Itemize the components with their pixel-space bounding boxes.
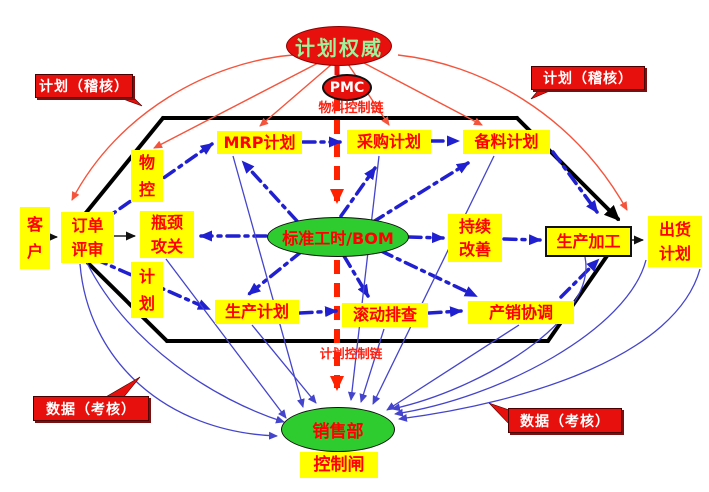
node-plan: 计划 [131,262,163,318]
node-production-plan-label: 生产计划 [224,302,289,322]
node-continuous-improvement: 持续改善 [448,214,502,262]
node-order-review-label: 订单评审 [71,216,104,259]
node-purchase-plan: 采购计划 [347,130,431,154]
standard-bom-label: 标准工时/BOM [282,229,394,248]
node-stock-prep-plan-label: 备料计划 [474,132,539,152]
node-rolling-review: 滚动排查 [342,303,428,327]
material-chain-label: 物料控制链 [318,101,384,116]
node-production-sales-coordination-label: 产销协调 [488,302,553,322]
node-production-processing-label: 生产加工 [556,231,621,251]
node-shipping-plan-label: 出货计划 [658,220,691,263]
plan-authority-ellipse: 计划权威 [286,26,392,66]
callout-data-audit-left-label: 数据（考核） [46,401,136,418]
node-control-gate: 控制闸 [300,452,378,478]
node-bottleneck-label: 瓶颈攻关 [150,213,183,256]
plan-authority-label: 计划权威 [295,35,383,60]
sales-dept-ellipse: 销售部 [281,407,395,452]
callout-plan-audit-left-label: 计划（稽核） [39,79,129,95]
node-mrp-plan: MRP计划 [217,131,302,154]
node-customer: 客户 [20,207,50,269]
node-rolling-review-label: 滚动排查 [352,305,417,325]
callout-data-audit-right: 数据（考核） [508,408,622,433]
pmc-ellipse: PMC [322,74,372,101]
sales-dept-label: 销售部 [312,422,364,442]
plan-flow-arrows [93,135,600,318]
node-bottleneck: 瓶颈攻关 [140,211,194,258]
node-order-review: 订单评审 [61,212,114,263]
node-continuous-improvement-label: 持续改善 [458,216,491,259]
callout-plan-audit-left: 计划（稽核） [35,74,133,98]
node-material-control: 物控 [131,150,163,202]
node-production-sales-coordination: 产销协调 [468,301,574,324]
data-feedback-lines [79,155,701,440]
node-shipping-plan: 出货计划 [648,216,702,267]
node-stock-prep-plan: 备料计划 [463,130,550,154]
standard-bom-ellipse: 标准工时/BOM [267,217,409,257]
node-control-gate-label: 控制闸 [313,454,365,475]
node-material-control-label: 物控 [138,152,155,199]
node-production-plan: 生产计划 [215,300,299,324]
pmc-label: PMC [329,79,365,96]
node-mrp-plan-label: MRP计划 [223,132,296,152]
callout-plan-audit-right: 计划（稽核） [531,66,645,90]
node-purchase-plan-label: 采购计划 [356,132,421,152]
node-customer-label: 客户 [26,214,43,261]
callout-data-audit-right-label: 数据（考核） [520,413,610,430]
callout-plan-audit-right-label: 计划（稽核） [543,71,633,87]
plan-chain-label: 计划控制链 [319,346,383,361]
node-plan-label: 计划 [138,266,155,313]
callout-data-audit-left: 数据（考核） [33,396,149,421]
node-production-processing: 生产加工 [545,226,632,257]
